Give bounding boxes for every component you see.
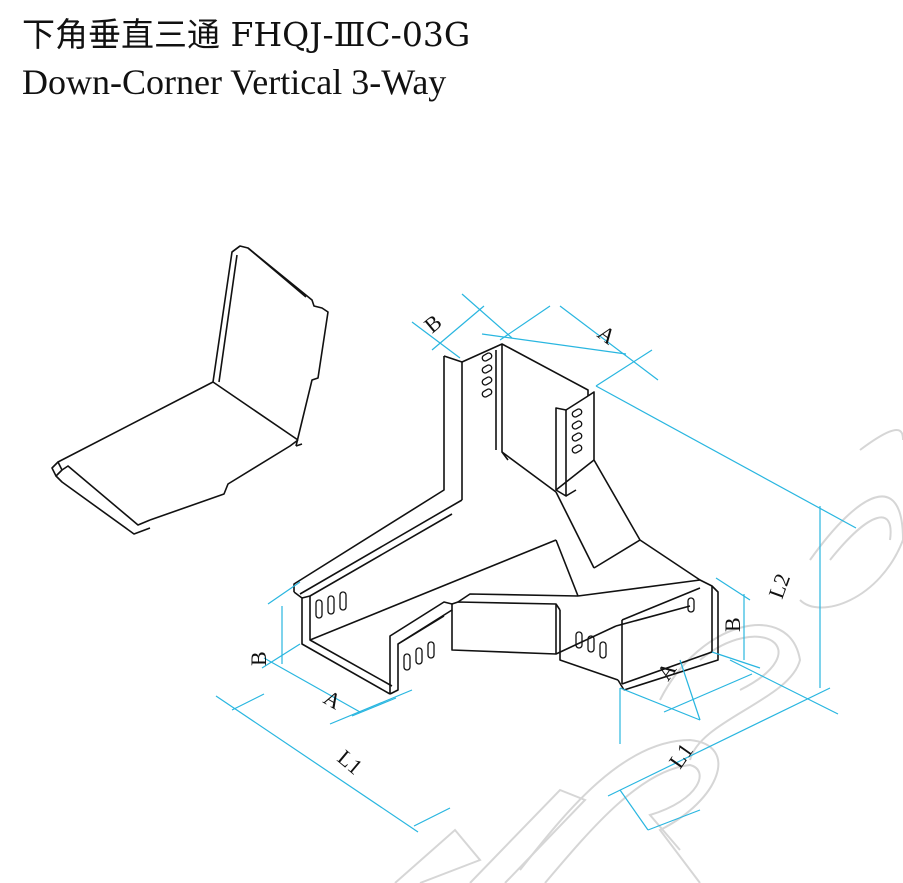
dim-right-b: B [720,617,745,632]
title-chinese: 下角垂直三通 FHQJ-ⅢC-03G [22,15,471,54]
cover-plate [51,245,329,535]
title-english: Down-Corner Vertical 3-Way [22,62,447,102]
dim-top-b: B [419,309,446,338]
header: 下角垂直三通 FHQJ-ⅢC-03G Down-Corner Vertical … [22,14,470,104]
dim-right-l1: L1 [664,738,699,772]
watermark-logo [394,429,903,883]
dim-right-l2: L2 [763,570,795,602]
tee-fitting [293,343,719,695]
dim-left-a: A [320,685,346,715]
slot-holes [315,352,695,671]
dim-right-a: A [652,657,682,684]
dim-left-l1: L1 [333,745,368,780]
dim-top-a: A [593,320,621,350]
dimension-labels: B A L2 B A L1 B A L1 [246,309,795,779]
dim-left-b: B [246,651,271,666]
dimension-lines [215,293,857,833]
